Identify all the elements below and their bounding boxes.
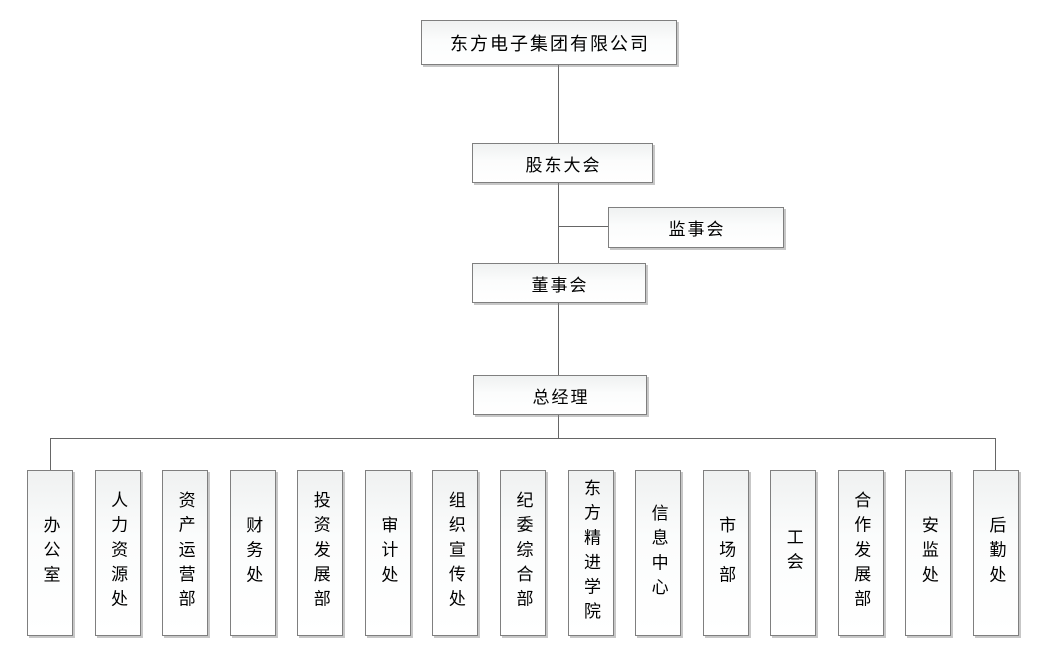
- dept-box-dongfang-jingjin-academy: 东方精进学院: [567, 470, 614, 636]
- dept-label: 合作发展部: [851, 491, 871, 615]
- dept-box-organization-publicity: 组织宣传处: [432, 470, 479, 636]
- org-box-board-of-directors-label: 董事会: [531, 275, 589, 295]
- dept-box-discipline-committee: 纪委综合部: [499, 470, 546, 636]
- dept-label: 后勤处: [986, 516, 1006, 590]
- dept-label: 审计处: [378, 516, 398, 590]
- dept-label: 市场部: [716, 516, 736, 590]
- org-box-board-of-directors: 董事会: [472, 263, 646, 303]
- connector-gm-to-rake: [558, 415, 559, 438]
- connector-drop-first-dept: [50, 438, 51, 470]
- org-box-general-manager: 总经理: [473, 375, 647, 415]
- dept-box-logistics: 后勤处: [972, 470, 1019, 636]
- dept-box-cooperation-development: 合作发展部: [837, 470, 884, 636]
- org-box-company-root-label: 东方电子集团有限公司: [450, 33, 650, 54]
- dept-label: 安监处: [918, 516, 938, 590]
- dept-label: 工会: [783, 528, 803, 578]
- dept-label: 人力资源处: [108, 491, 128, 615]
- dept-box-investment-development: 投资发展部: [297, 470, 344, 636]
- dept-label: 组织宣传处: [445, 491, 465, 615]
- org-box-company-root: 东方电子集团有限公司: [421, 20, 677, 65]
- dept-label: 办公室: [40, 516, 60, 590]
- org-box-supervisory-board-label: 监事会: [668, 220, 726, 239]
- org-box-shareholders-meeting: 股东大会: [472, 143, 653, 183]
- dept-box-marketing: 市场部: [702, 470, 749, 636]
- dept-label: 信息中心: [648, 503, 668, 603]
- connector-board-to-gm: [558, 303, 559, 375]
- dept-box-general-office: 办公室: [27, 470, 73, 636]
- connector-root-to-shareholders: [558, 65, 559, 143]
- connector-branch-supervisory: [558, 226, 608, 227]
- dept-box-labor-union: 工会: [770, 470, 817, 636]
- org-box-shareholders-meeting-label: 股东大会: [525, 155, 602, 175]
- dept-label: 东方精进学院: [581, 479, 600, 627]
- connector-drop-last-dept: [995, 438, 996, 470]
- dept-label: 纪委综合部: [513, 491, 533, 615]
- dept-box-finance: 财务处: [229, 470, 276, 636]
- dept-label: 资产运营部: [175, 491, 195, 615]
- dept-label: 投资发展部: [310, 491, 330, 615]
- dept-box-information-center: 信息中心: [635, 470, 682, 636]
- dept-box-human-resources: 人力资源处: [94, 470, 141, 636]
- dept-box-safety-supervision: 安监处: [905, 470, 952, 636]
- org-box-supervisory-board: 监事会: [608, 207, 784, 248]
- department-row: 办公室 人力资源处 资产运营部 财务处 投资发展部 审计处 组织宣传处 纪委综合…: [27, 470, 1019, 636]
- connector-department-rake: [50, 438, 996, 439]
- dept-box-asset-operations: 资产运营部: [162, 470, 209, 636]
- dept-box-audit: 审计处: [364, 470, 411, 636]
- dept-label: 财务处: [243, 516, 263, 590]
- connector-shareholders-to-board: [558, 183, 559, 263]
- org-box-general-manager-label: 总经理: [532, 387, 590, 407]
